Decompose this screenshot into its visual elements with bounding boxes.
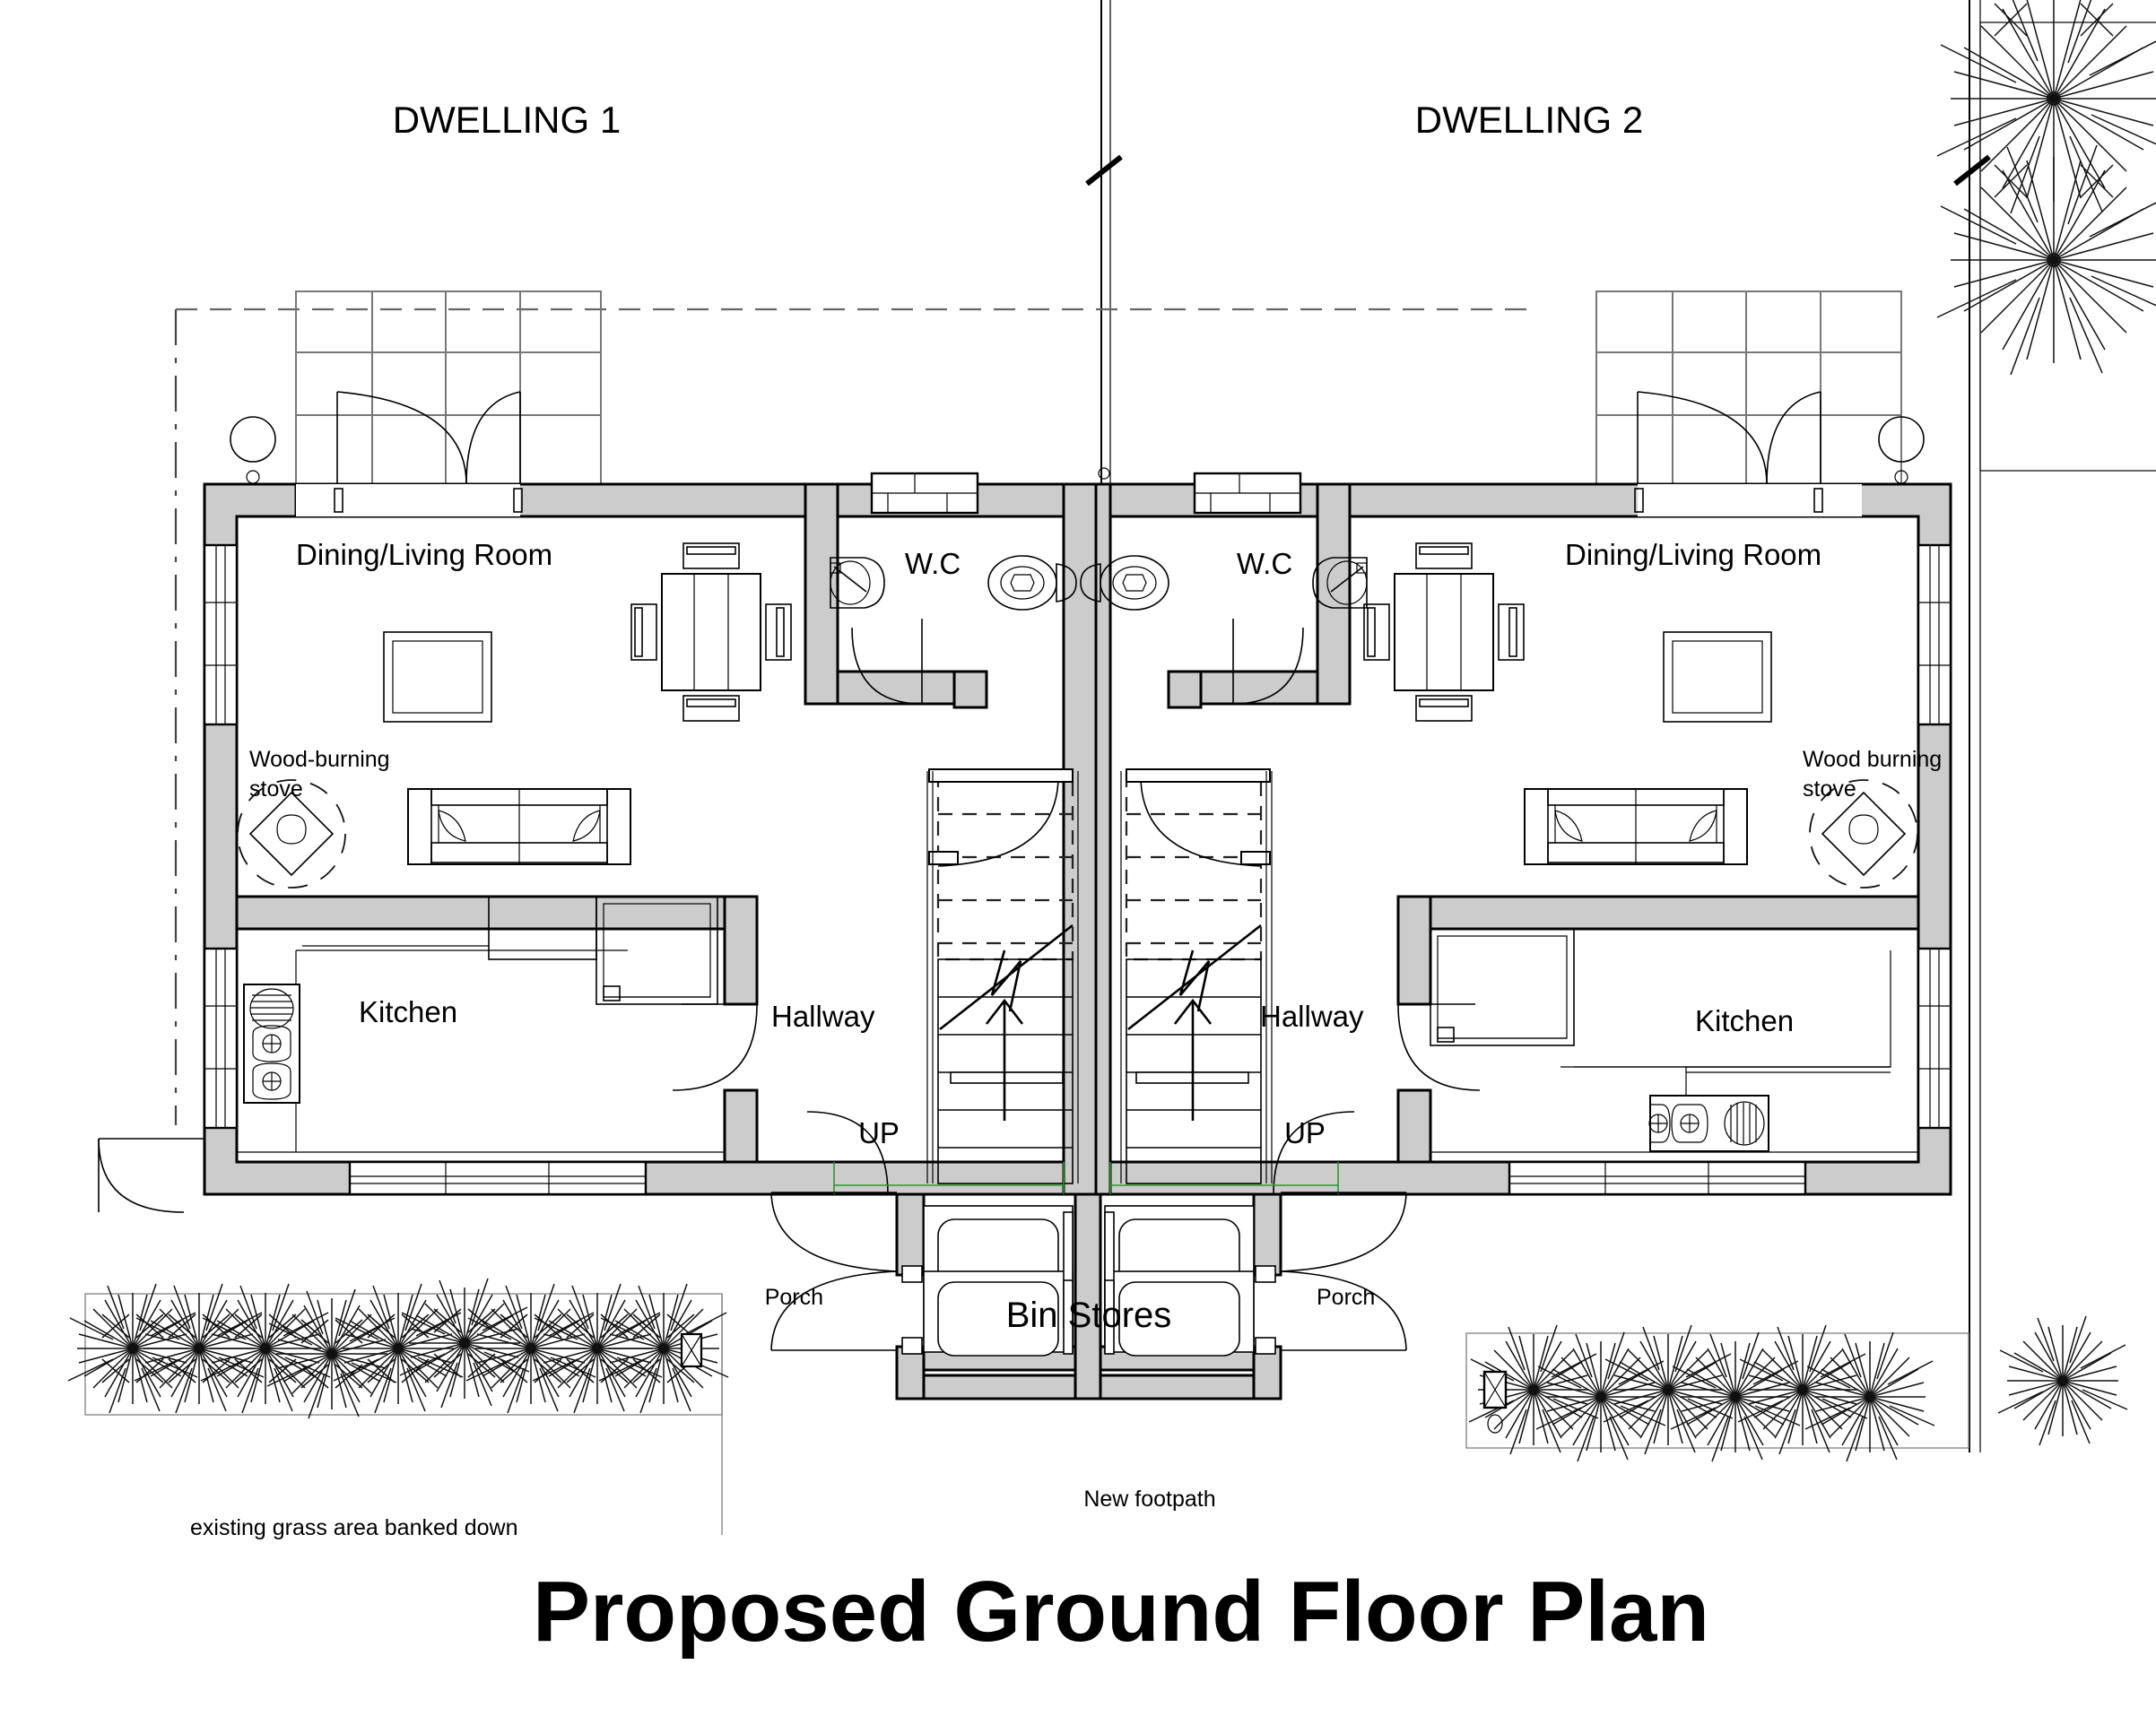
- wc-window-1: [870, 472, 979, 515]
- planting-bed-left: [68, 1279, 728, 1535]
- kitchen-window-2: [1508, 1160, 1807, 1196]
- planting-bed-right: [1465, 1324, 1969, 1462]
- staircase-2: UP: [1120, 768, 1326, 1184]
- internal-doors: [672, 619, 1481, 1195]
- sofa-1: [407, 788, 631, 865]
- manhole-symbol-1: [230, 416, 276, 463]
- dwelling-1-title: DWELLING 1: [393, 99, 621, 141]
- staircase-1: UP: [858, 768, 1079, 1184]
- page-title: Proposed Ground Floor Plan: [533, 1564, 1709, 1660]
- building-walls: [203, 482, 1952, 1196]
- label-hallway-1: Hallway: [771, 1000, 875, 1033]
- label-porch-1: Porch: [765, 1285, 823, 1310]
- dwelling-2-title: DWELLING 2: [1415, 99, 1643, 141]
- label-stove-2-line2: stove: [1803, 776, 1856, 802]
- label-wc-2: W.C: [1237, 547, 1292, 580]
- boundary-trees-top-right: [1936, 0, 2156, 472]
- front-door-thresholds: [833, 1162, 1339, 1194]
- bin-stores-structure: [770, 1192, 1407, 1400]
- label-living-room-2: Dining/Living Room: [1565, 538, 1821, 571]
- label-kitchen-1: Kitchen: [359, 995, 457, 1028]
- kitchen-units-2: [1430, 928, 1918, 1153]
- external-side-door: [98, 1138, 204, 1213]
- label-porch-2: Porch: [1317, 1285, 1375, 1310]
- chimney-breast-2: [1663, 631, 1772, 723]
- centre-boundary-line: [1085, 0, 1123, 484]
- label-stove-2-line1: Wood burning: [1803, 747, 1942, 772]
- label-living-room-1: Dining/Living Room: [296, 538, 552, 571]
- manhole-symbol-2: [1878, 416, 1925, 463]
- label-new-footpath: New footpath: [1083, 1487, 1215, 1512]
- label-up-2: UP: [1284, 1116, 1326, 1149]
- wc-window-2: [1193, 472, 1302, 515]
- kitchen-units-1: [237, 896, 725, 1153]
- chimney-breast-1: [383, 631, 492, 723]
- label-kitchen-2: Kitchen: [1695, 1004, 1794, 1037]
- label-hallway-2: Hallway: [1260, 1000, 1364, 1033]
- label-up-1: UP: [858, 1116, 900, 1149]
- label-stove-1-line1: Wood-burning: [249, 747, 390, 772]
- kitchen-window-1: [348, 1160, 648, 1196]
- label-wc-1: W.C: [905, 547, 961, 580]
- label-bin-stores: Bin Stores: [1006, 1296, 1172, 1335]
- site-boundary-left: [174, 308, 1529, 1125]
- windows: [203, 472, 1952, 1196]
- label-existing-grass: existing grass area banked down: [190, 1515, 518, 1540]
- sofa-2: [1524, 788, 1748, 865]
- patio-grid-dwelling-2: [1595, 290, 1902, 485]
